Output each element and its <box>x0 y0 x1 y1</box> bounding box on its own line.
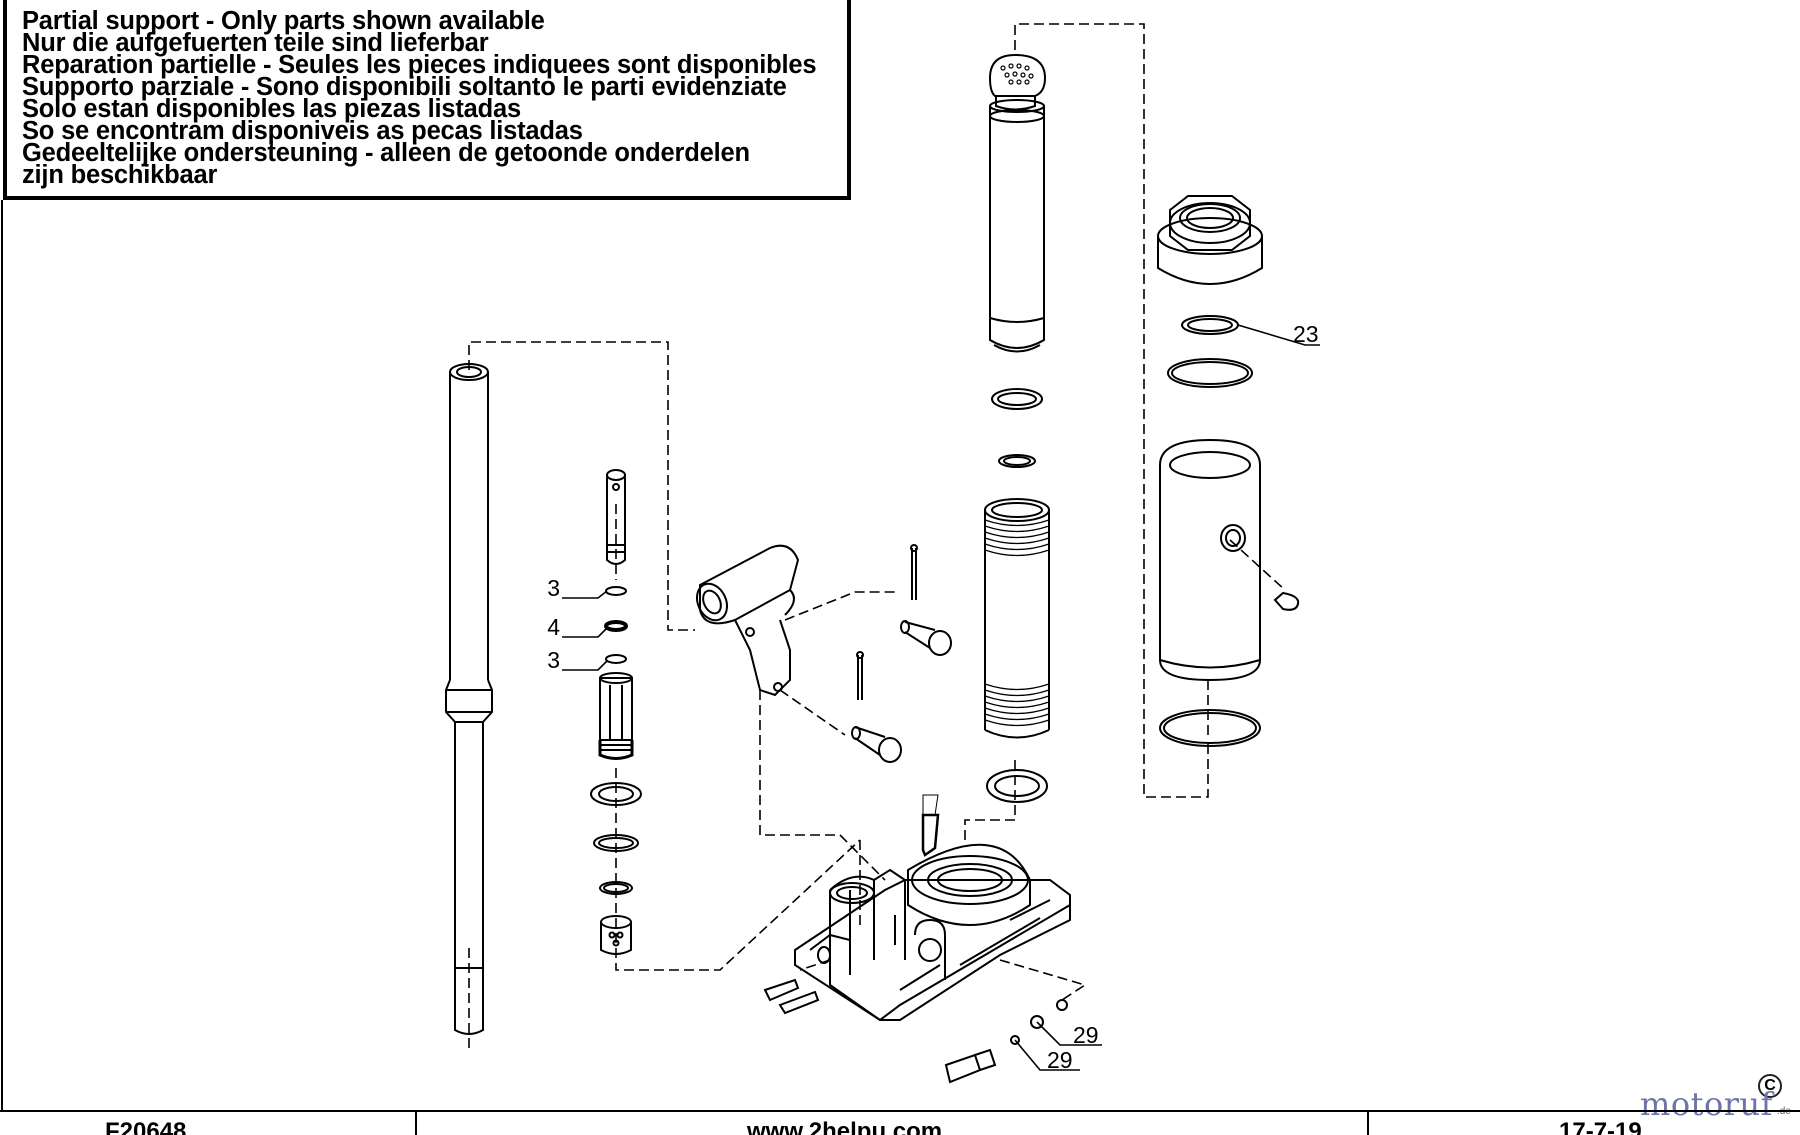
notice-line: Gedeeltelijke ondersteuning - alleen de … <box>22 139 750 167</box>
footer-code-cell: F20648 <box>0 1112 417 1135</box>
callout-leader-23 <box>1237 324 1320 346</box>
callout-29-lower: 29 <box>1047 1047 1073 1073</box>
notice-lines: Partial support - Only parts shown avail… <box>22 7 817 189</box>
notice-line: Supporto parziale - Sono disponibili sol… <box>22 73 787 101</box>
ram-seals <box>991 388 1043 468</box>
callout-leaders-pump <box>562 590 608 671</box>
callout-3-upper: 3 <box>547 575 560 601</box>
callout-4: 4 <box>547 614 560 640</box>
pump-plunger-stack <box>590 469 642 955</box>
assembly-guide-lines <box>468 23 1286 1050</box>
ram-piston <box>988 53 1047 353</box>
notice-line: zijn beschikbaar <box>22 161 218 189</box>
exploded-view-diagram: 3 4 3 <box>1 23 1320 1110</box>
callout-3-lower: 3 <box>547 647 560 673</box>
footer-bar: F20648 www.2helpu.com 17-7-19 <box>0 1110 1800 1135</box>
notice-line: Solo estan disponibles las piezas listad… <box>22 95 521 123</box>
footer-date-cell: 17-7-19 <box>1369 1112 1800 1135</box>
handle-tube <box>445 363 493 1035</box>
outer-cylinder <box>1159 438 1300 747</box>
nut-seals <box>1167 315 1253 388</box>
top-nut <box>1157 195 1263 285</box>
callout-leader-29-lower <box>1014 1039 1080 1071</box>
callout-23: 23 <box>1293 321 1319 347</box>
notice-line: Partial support - Only parts shown avail… <box>22 7 545 35</box>
pivot-pins <box>851 544 952 763</box>
screws <box>763 978 997 1084</box>
notice-line: Nur die aufgefuerten teile sind lieferba… <box>22 29 489 57</box>
washers-29 <box>1010 999 1068 1045</box>
base-assembly <box>794 794 1071 1021</box>
partial-support-notice: Partial support - Only parts shown avail… <box>3 0 851 200</box>
notice-line: Reparation partielle - Seules les pieces… <box>22 51 817 79</box>
callout-29-upper: 29 <box>1073 1022 1099 1048</box>
website-link[interactable]: www.2helpu.com <box>747 1118 943 1135</box>
revision-date: 17-7-19 <box>1559 1118 1642 1135</box>
lever-bracket <box>695 544 800 697</box>
copyright-icon: C <box>1758 1074 1782 1098</box>
threaded-cylinder <box>984 498 1050 803</box>
brand-watermark: motoruf <box>1640 1085 1773 1123</box>
notice-line: So se encontram disponiveis as pecas lis… <box>22 117 583 145</box>
footer-url-cell: www.2helpu.com <box>417 1112 1369 1135</box>
part-code: F20648 <box>105 1118 187 1135</box>
callout-leader-29-upper <box>1036 1021 1102 1046</box>
